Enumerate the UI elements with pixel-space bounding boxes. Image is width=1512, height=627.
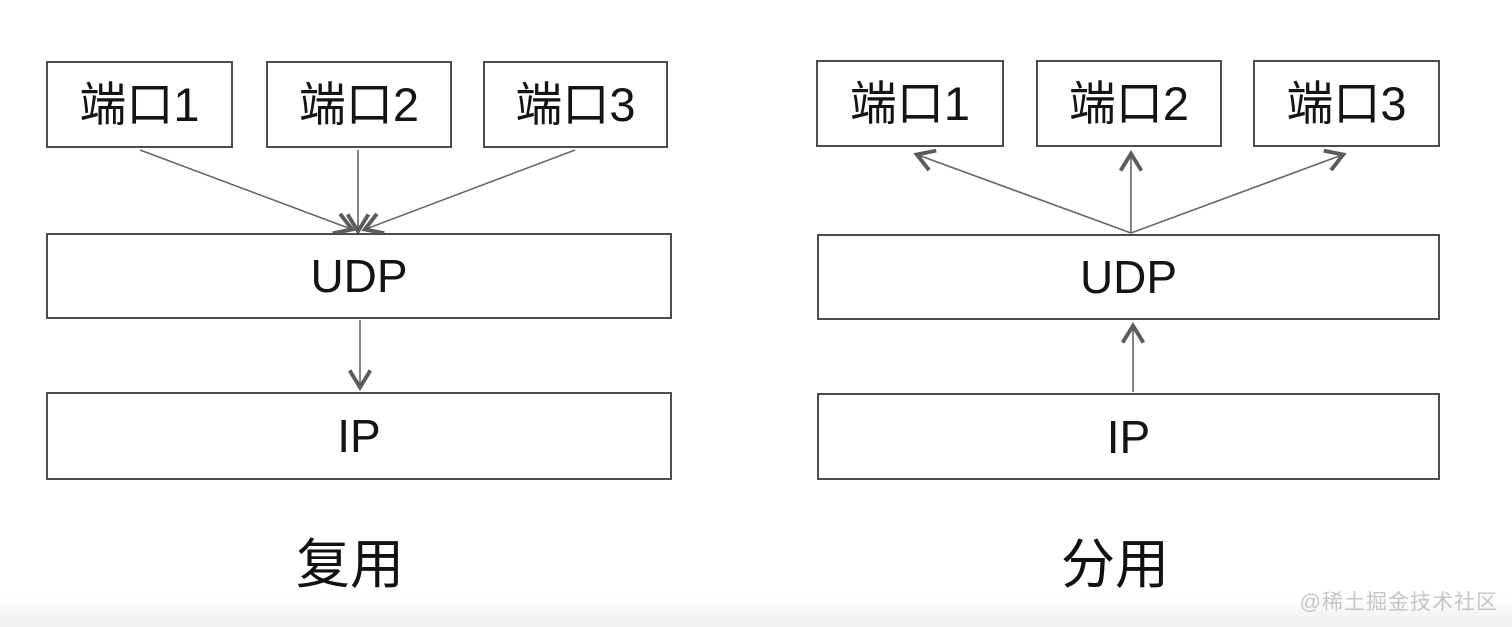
right-udp-box: UDP — [817, 234, 1440, 320]
arrow-right-udp-to-port1 — [913, 148, 1132, 234]
bottom-gradient-band — [0, 597, 1512, 627]
left-port2-box: 端口2 — [266, 61, 452, 148]
left-ip-box: IP — [46, 392, 672, 480]
left-udp-label: UDP — [310, 250, 408, 302]
right-port1-box: 端口1 — [816, 60, 1004, 147]
watermark-text: @稀土掘金技术社区 — [1299, 591, 1498, 614]
right-port2-label: 端口2 — [1068, 77, 1190, 130]
arrow-left-port3-to-udp — [361, 149, 576, 236]
left-udp-box: UDP — [46, 233, 672, 319]
right-port1-label: 端口1 — [849, 77, 971, 130]
arrow-left-port1-to-udp — [139, 149, 356, 236]
right-ip-label: IP — [1106, 410, 1151, 463]
left-port1-box: 端口1 — [46, 61, 233, 148]
right-udp-label: UDP — [1079, 251, 1178, 303]
left-port2-label: 端口2 — [298, 78, 420, 131]
right-caption-demultiplexing: 分用 — [1061, 535, 1169, 595]
left-port3-label: 端口3 — [515, 78, 636, 131]
left-caption-multiplexing: 复用 — [296, 535, 404, 595]
left-port1-label: 端口1 — [79, 78, 200, 131]
left-ip-label: IP — [337, 410, 381, 462]
left-port3-box: 端口3 — [483, 61, 668, 148]
right-port2-box: 端口2 — [1036, 60, 1222, 147]
right-port3-box: 端口3 — [1253, 60, 1440, 147]
right-port3-label: 端口3 — [1286, 77, 1407, 130]
arrow-right-udp-to-port3 — [1130, 148, 1347, 234]
right-ip-box: IP — [817, 393, 1440, 480]
